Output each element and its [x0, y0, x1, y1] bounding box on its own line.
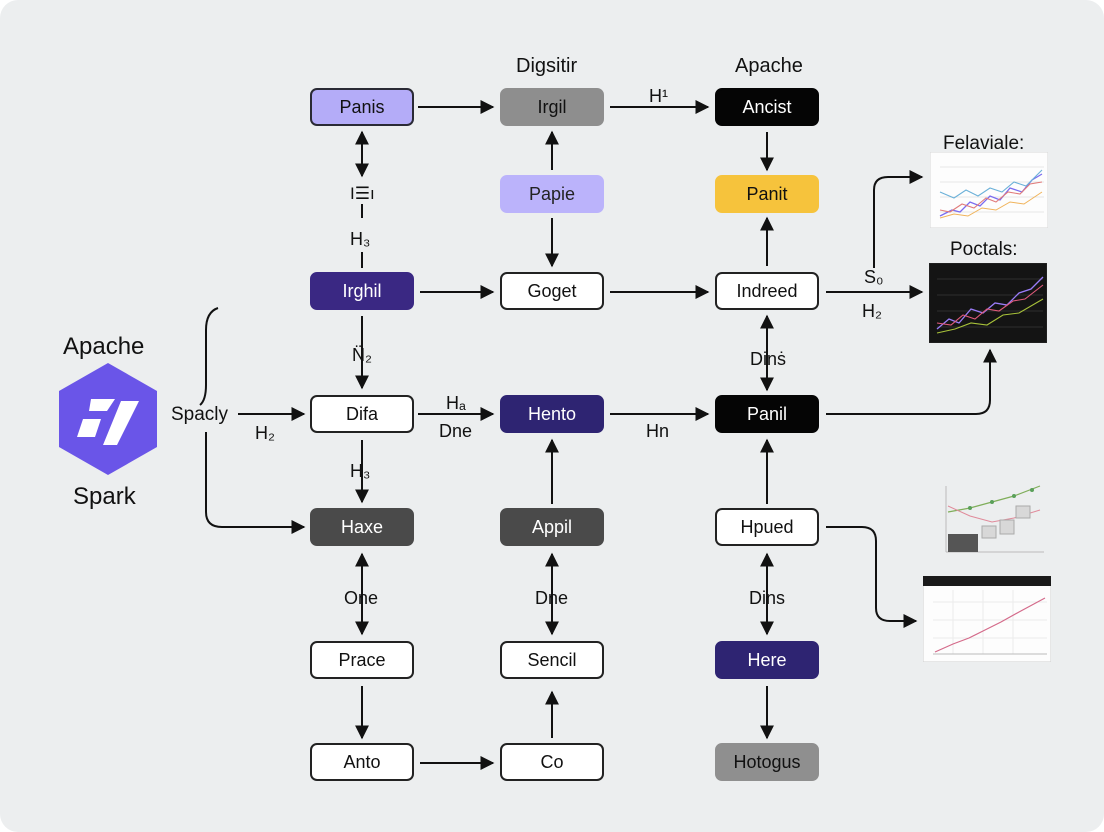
node-panil[interactable]: Panil [715, 395, 819, 433]
arrow-so-felaviale [873, 170, 924, 268]
scatter-thumbnail [940, 482, 1046, 556]
felaviale-chart-thumbnail [930, 152, 1048, 228]
arrow-hpued-chart [826, 526, 918, 628]
node-prace[interactable]: Prace [310, 641, 414, 679]
node-here[interactable]: Here [715, 641, 819, 679]
node-sencil[interactable]: Sencil [500, 641, 604, 679]
node-co[interactable]: Co [500, 743, 604, 781]
edge-label-h3-b: H₃ [350, 461, 371, 481]
line-chart-thumbnail [923, 576, 1051, 662]
edge-label-spacly: Spacly [171, 404, 229, 425]
node-appil[interactable]: Appil [500, 508, 604, 546]
edge-label-h1: H¹ [649, 86, 668, 106]
node-anto[interactable]: Anto [310, 743, 414, 781]
node-irgil[interactable]: Irgil [500, 88, 604, 126]
edge-label-n2: N̈₂ [352, 345, 372, 365]
node-difa[interactable]: Difa [310, 395, 414, 433]
node-indreed[interactable]: Indreed [715, 272, 819, 310]
apache-spark-logo-icon [59, 363, 157, 475]
edge-label-one: One [344, 588, 379, 608]
edge-label-ha: Hₐ [446, 393, 466, 413]
node-hento[interactable]: Hento [500, 395, 604, 433]
edge-label-hn: Hn [646, 421, 670, 441]
node-hotogus[interactable]: Hotogus [715, 743, 819, 781]
node-papie[interactable]: Papie [500, 175, 604, 213]
panel-title-poctals: Poctals: [950, 239, 1018, 260]
edge-label-dins-a: Dinṡ [750, 349, 787, 369]
column-title-2: Apache [735, 55, 803, 77]
brand-bottom-label: Spark [73, 483, 136, 510]
node-hpued[interactable]: Hpued [715, 508, 819, 546]
edge-label-so: S₀ [864, 267, 884, 287]
node-irghil[interactable]: Irghil [310, 272, 414, 310]
panel-title-felaviale: Felaviale: [943, 133, 1025, 154]
edge-label-dins-b: Dins [749, 588, 786, 608]
edge-label-h2-left: H₂ [255, 423, 275, 443]
edge-label-glyph: I☰ı [350, 184, 375, 203]
arrow-panil-poctals [826, 348, 997, 415]
edge-label-h3-a: H₃ [350, 229, 371, 249]
arrow-spacly-haxe [205, 432, 306, 534]
node-goget[interactable]: Goget [500, 272, 604, 310]
brand-top-label: Apache [63, 333, 145, 360]
node-panis[interactable]: Panis [310, 88, 414, 126]
node-panit[interactable]: Panit [715, 175, 819, 213]
column-title-1: Digsitir [516, 55, 578, 77]
node-haxe[interactable]: Haxe [310, 508, 414, 546]
poctals-chart-thumbnail [929, 263, 1047, 343]
brace-spacly [199, 307, 219, 406]
node-ancist[interactable]: Ancist [715, 88, 819, 126]
edge-label-dne-a: Dne [439, 421, 473, 441]
edge-label-dne-b: Dne [535, 588, 569, 608]
edge-label-h2-right: H₂ [862, 301, 882, 321]
